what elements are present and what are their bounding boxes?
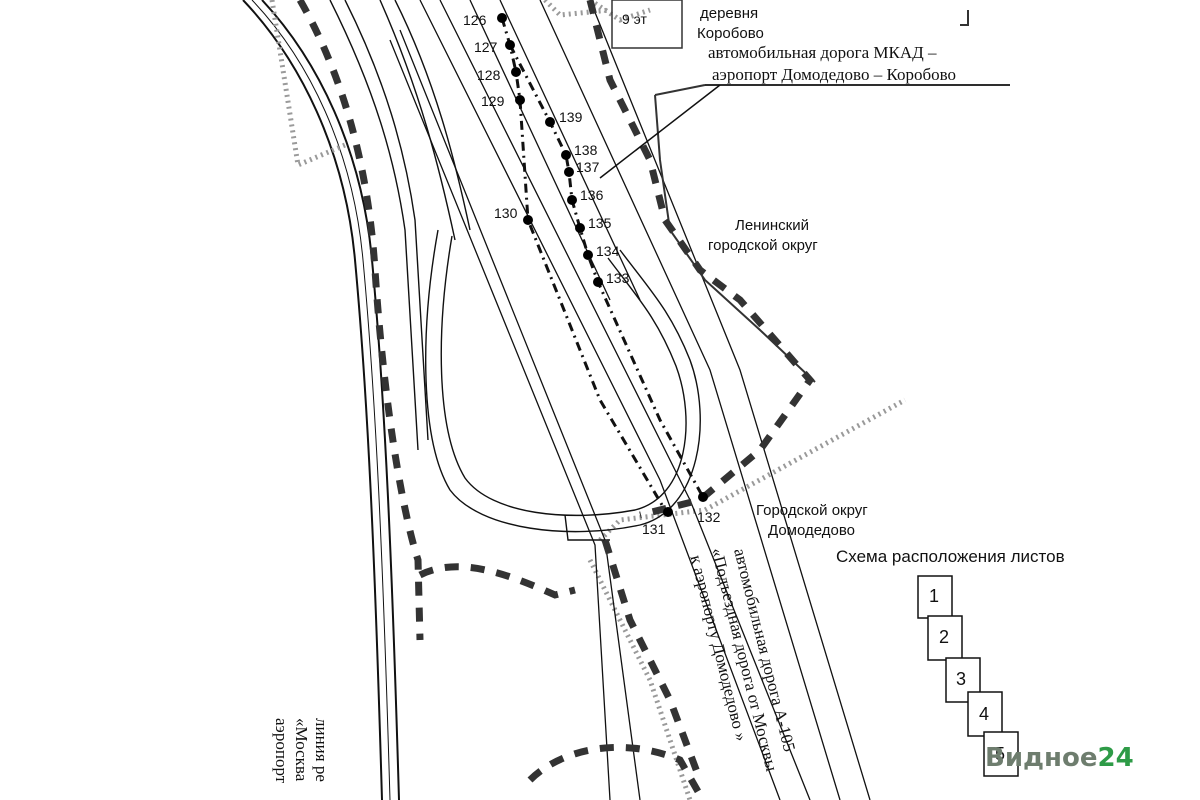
sheet-box-5: [983, 731, 1019, 777]
watermark-part1: Видное: [985, 743, 1098, 773]
dashed-boundary-left: [296, 0, 424, 641]
point-135: [575, 223, 585, 233]
point-label-134: 134: [596, 243, 620, 259]
point-127: [505, 40, 515, 50]
railway-label: линия ре «Москва аэропорт: [272, 718, 331, 784]
sheet-box-4: [967, 691, 1003, 737]
rail-label-line3: аэропорт: [272, 718, 291, 784]
leninsky-label-line1: Ленинский: [735, 217, 809, 234]
point-label-138: 138: [574, 142, 598, 158]
point-128: [511, 67, 521, 77]
sheet-num-5: 5: [995, 744, 1005, 764]
watermark-logo: Видное24: [985, 743, 1134, 773]
point-label-136: 136: [580, 187, 604, 203]
point-132: [698, 492, 708, 502]
sheet-box-2: [927, 615, 963, 661]
rail-label-line2: «Москва: [292, 718, 311, 782]
point-label-135: 135: [588, 215, 612, 231]
dashed-boundary-right: [418, 0, 815, 797]
point-134: [583, 250, 593, 260]
village-label-line2: Коробово: [697, 25, 764, 42]
a105-road-label: автомобильная дорога А-105 «Подъездная д…: [686, 546, 799, 774]
sheet-layout-title: Схема расположения листов: [836, 547, 1065, 566]
watermark-part2: 24: [1098, 743, 1134, 773]
mkad-road-label-line1: автомобильная дорога МКАД –: [708, 43, 937, 62]
railway-lines: [242, 0, 400, 800]
point-129: [515, 95, 525, 105]
point-label-127: 127: [474, 39, 498, 55]
mkad-road-label-line2: аэропорт Домодедово – Коробово: [712, 65, 956, 84]
mkad-leader-line: [599, 84, 721, 179]
svg-text:Видное24: Видное24: [985, 743, 1134, 773]
village-label-line1: деревня: [700, 5, 758, 22]
rail-label-line1: линия ре: [312, 718, 331, 782]
road-edges: [329, 0, 471, 451]
point-label-139: 139: [559, 109, 583, 125]
domodedovo-label-line2: Домодедово: [768, 522, 855, 539]
point-126: [497, 13, 507, 23]
thin-boundary: [654, 10, 969, 383]
point-label-129: 129: [481, 93, 505, 109]
point-130: [523, 215, 533, 225]
point-label-131: 131: [642, 521, 666, 537]
point-137: [564, 167, 574, 177]
point-138: [561, 150, 571, 160]
leninsky-label-line2: городской округ: [708, 237, 818, 254]
point-label-132: 132: [697, 509, 721, 525]
sheet-box-1: [917, 575, 953, 619]
sheet-num-1: 1: [929, 586, 939, 606]
gray-boundary-left: [269, 0, 907, 800]
survey-points: [497, 13, 708, 517]
point-label-133: 133: [606, 270, 630, 286]
sheet-num-2: 2: [939, 627, 949, 647]
point-133: [593, 277, 603, 287]
domodedovo-label-line1: Городской округ: [756, 502, 868, 519]
loop-ramp: [425, 229, 701, 541]
survey-point-labels: 126 127 128 129 130 139 138 137 136 135 …: [463, 12, 721, 537]
point-label-128: 128: [477, 67, 501, 83]
sheet-num-4: 4: [979, 704, 989, 724]
point-label-130: 130: [494, 205, 518, 221]
sheet-layout-scheme: Схема расположения листов 1 2 3 4 5: [836, 547, 1065, 777]
building-note: 9 эт: [622, 11, 648, 27]
sheet-num-3: 3: [956, 669, 966, 689]
building-9-floors: 9 эт: [611, 0, 683, 49]
map-labels: деревня Коробово автомобильная дорога МК…: [697, 5, 956, 539]
point-131: [663, 507, 673, 517]
point-label-126: 126: [463, 12, 487, 28]
point-139: [545, 117, 555, 127]
point-136: [567, 195, 577, 205]
point-label-137: 137: [576, 159, 600, 175]
